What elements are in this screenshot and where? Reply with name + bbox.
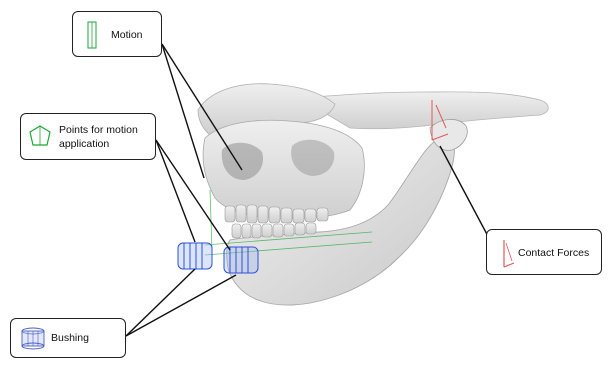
motion-callout: Motion [72, 11, 162, 57]
bushing-icon [19, 326, 47, 352]
bushing-marker-left [178, 243, 212, 269]
bushing-label: Bushing [51, 332, 89, 345]
points-label-line2: application [59, 138, 109, 151]
bushing-marker-right [224, 247, 258, 273]
points-for-motion-callout: Points for motion application [20, 113, 156, 160]
motion-label: Motion [111, 29, 143, 42]
points-label-line1: Points for motion [59, 124, 138, 137]
motion-icon [81, 20, 105, 52]
motion-point-icon [27, 123, 53, 149]
contact-force-icon [494, 237, 516, 271]
bushing-callout: Bushing [10, 318, 126, 358]
contact-forces-callout: Contact Forces [486, 229, 602, 275]
zygomatic-arch [300, 92, 548, 129]
contact-forces-label: Contact Forces [518, 247, 589, 260]
